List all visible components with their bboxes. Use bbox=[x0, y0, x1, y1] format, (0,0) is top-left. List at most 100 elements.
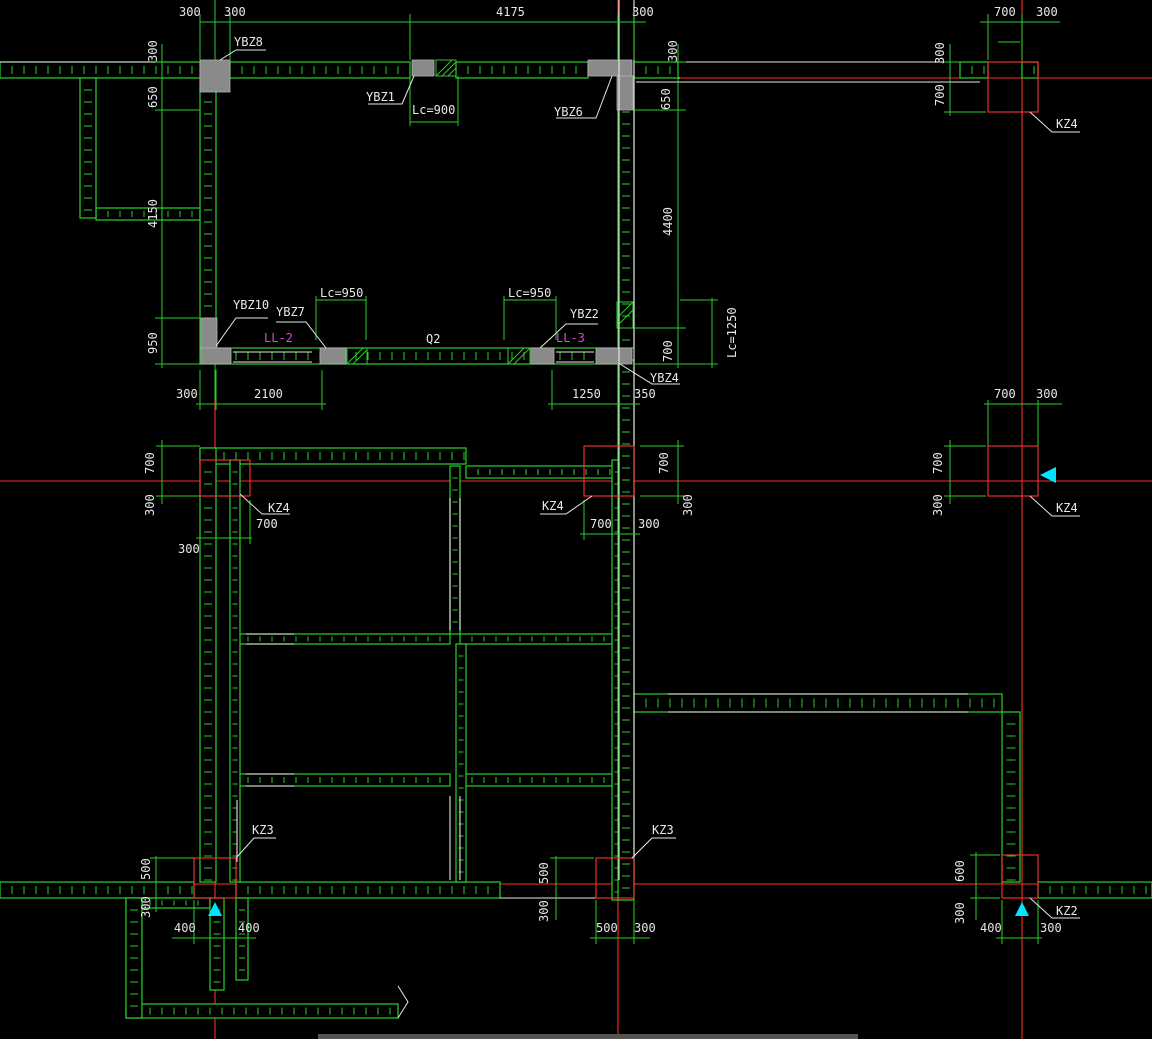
dim-text: 350 bbox=[634, 387, 656, 401]
ybz7-element bbox=[319, 347, 347, 365]
hatch-line bbox=[352, 349, 368, 365]
hatched-segments bbox=[346, 59, 634, 365]
leader-ybz8 bbox=[219, 49, 266, 61]
ybz6-element-top bbox=[587, 59, 633, 77]
hatch-line bbox=[346, 347, 364, 365]
leader-ybz2 bbox=[539, 323, 598, 349]
label-kz4-top-right: KZ4 bbox=[1056, 117, 1078, 131]
dim-text: 2100 bbox=[254, 387, 283, 401]
dim-text: 300 bbox=[681, 494, 695, 516]
section-marker-right-icon bbox=[1040, 467, 1056, 483]
dim-text: 300 bbox=[1036, 5, 1058, 19]
dim-text: 300 bbox=[634, 921, 656, 935]
kz4-column-mid-left bbox=[199, 459, 251, 497]
leader-kz4-top bbox=[1029, 111, 1080, 133]
ybz8-element bbox=[199, 59, 231, 93]
kz2-column bbox=[1001, 854, 1039, 899]
dim-text: 300 bbox=[632, 5, 654, 19]
label-lc1250: Lc=1250 bbox=[725, 307, 739, 358]
break-mark bbox=[397, 985, 409, 1019]
label-ybz1: YBZ1 bbox=[366, 90, 395, 104]
dim-text: 300 bbox=[139, 896, 153, 918]
hatch-line bbox=[441, 61, 457, 77]
leader-ybz1 bbox=[368, 75, 415, 105]
dim-text: 400 bbox=[980, 921, 1002, 935]
leader-kz3-l bbox=[235, 837, 276, 859]
label-kz2: KZ2 bbox=[1056, 904, 1078, 918]
dim-text: 500 bbox=[596, 921, 618, 935]
wall-segment bbox=[617, 75, 635, 349]
hatch-bottom-right bbox=[507, 347, 531, 365]
dim-text: 300 bbox=[638, 517, 660, 531]
hatch-line bbox=[447, 67, 457, 77]
label-ybz2: YBZ2 bbox=[570, 307, 599, 321]
label-ybz4: YBZ4 bbox=[650, 371, 679, 385]
leader-lines bbox=[215, 49, 1080, 1019]
dim-text: 4150 bbox=[146, 199, 160, 228]
label-ybz10: YBZ10 bbox=[233, 298, 269, 312]
ybz2-element bbox=[529, 347, 555, 365]
wall-segment bbox=[465, 465, 619, 479]
columns bbox=[193, 61, 1039, 899]
ybz1-element bbox=[411, 59, 435, 77]
wall-segment bbox=[0, 881, 195, 899]
wall-segment bbox=[125, 1003, 399, 1019]
label-ll3: LL-3 bbox=[556, 331, 585, 345]
dim-text: 300 bbox=[179, 5, 201, 19]
label-kz4-mid-left: KZ4 bbox=[268, 501, 290, 515]
dim-text: 700 bbox=[590, 517, 612, 531]
wall-segment bbox=[1037, 881, 1152, 899]
wall-segment bbox=[229, 61, 411, 79]
dim-text: 700 bbox=[931, 452, 945, 474]
wall-segment bbox=[459, 773, 613, 787]
dim-text: 300 bbox=[1040, 921, 1062, 935]
dim-text: 700 bbox=[657, 452, 671, 474]
leader-ybz10 bbox=[215, 317, 268, 347]
label-q2: Q2 bbox=[426, 332, 440, 346]
dim-text: 300 bbox=[933, 42, 947, 64]
dim-text: 400 bbox=[238, 921, 260, 935]
dim-text: 700 bbox=[256, 517, 278, 531]
wall-segment bbox=[455, 643, 467, 883]
wall-segment bbox=[235, 633, 451, 645]
hatch-line bbox=[513, 347, 531, 365]
dim-text: 300 bbox=[178, 542, 200, 556]
element-labels: YBZ8 YBZ1 YBZ6 YBZ10 YBZ7 YBZ2 YBZ4 LL-2… bbox=[233, 35, 1078, 918]
dim-text: 4400 bbox=[661, 207, 675, 236]
dim-text: 400 bbox=[174, 921, 196, 935]
leader-kz2 bbox=[1029, 897, 1080, 919]
leader-ybz6 bbox=[556, 75, 613, 119]
section-marker-bottom-right-icon bbox=[1015, 902, 1029, 916]
label-kz4-mid-right: KZ4 bbox=[1056, 501, 1078, 515]
label-kz3-center: KZ3 bbox=[652, 823, 674, 837]
hatch-line bbox=[507, 347, 525, 365]
ybz6-element-side bbox=[616, 75, 634, 111]
hatch-bottom-left bbox=[346, 347, 368, 365]
wall-segment bbox=[199, 77, 217, 349]
dim-text: 300 bbox=[143, 494, 157, 516]
leader-ybz7 bbox=[276, 321, 327, 349]
dim-text: 300 bbox=[1036, 387, 1058, 401]
label-ll2: LL-2 bbox=[264, 331, 293, 345]
wall-segment bbox=[633, 693, 1003, 713]
label-lc950a: Lc=950 bbox=[320, 286, 363, 300]
ybz10-element-side bbox=[200, 317, 218, 351]
section-markers bbox=[208, 467, 1056, 916]
leader-kz4-mc bbox=[540, 495, 593, 515]
wall-segment bbox=[455, 61, 589, 79]
kz4-column-mid-center bbox=[583, 445, 635, 497]
scrollbar-strip[interactable] bbox=[318, 1034, 858, 1039]
wall-segment bbox=[0, 61, 201, 79]
dim-text: 300 bbox=[931, 494, 945, 516]
dim-text: 700 bbox=[994, 5, 1016, 19]
ybz10-element-bottom bbox=[200, 347, 232, 365]
dim-text: 300 bbox=[146, 40, 160, 62]
wall-segment bbox=[229, 459, 241, 883]
label-lc950b: Lc=950 bbox=[508, 286, 551, 300]
dim-text: 1250 bbox=[572, 387, 601, 401]
leader-kz3-c bbox=[631, 837, 676, 859]
hatch-line bbox=[616, 301, 634, 319]
dim-text: 700 bbox=[143, 452, 157, 474]
dim-text: 700 bbox=[933, 84, 947, 106]
